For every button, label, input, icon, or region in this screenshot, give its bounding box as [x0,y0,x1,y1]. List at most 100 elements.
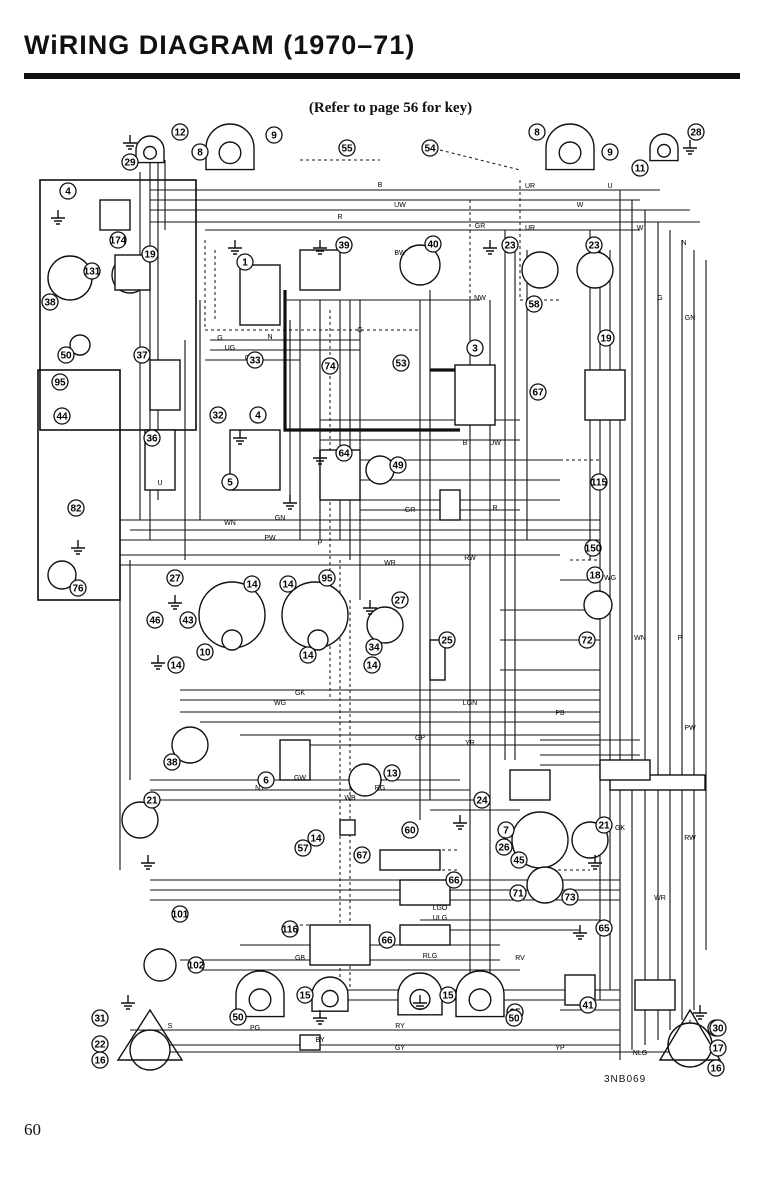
callout-number: 14 [302,651,314,662]
callout-circle [318,569,336,587]
component-callout-39: 39 [335,236,353,254]
callout-number: 16 [710,1064,722,1075]
callout-number: 21 [598,821,610,832]
page-title: WiRING DIAGRAM (1970–71) [24,30,416,60]
callout-number: 14 [366,661,378,672]
rear-lamp-left-housing [116,1008,184,1061]
component-callout-29: 29 [121,153,139,171]
component-callout-18: 18 [586,566,604,584]
callout-circle [595,816,613,834]
ground-symbol [228,240,242,255]
sender [583,590,613,620]
callout-circle [495,838,513,856]
component-callout-27: 27 [166,569,184,587]
callout-number: 50 [232,1013,244,1024]
callout-circle [143,429,161,447]
fuse-block [454,364,496,426]
sensor [429,639,446,681]
ground-symbol [121,995,135,1010]
callout-circle [69,579,87,597]
wire-code-label: WN [224,520,236,527]
component-callout-24: 24 [473,791,491,809]
callout-number: 36 [146,434,158,445]
component-callout-101: 101 [171,905,189,923]
component-callout-44: 44 [53,407,71,425]
component-callout-7: 7 [497,821,515,839]
callout-number: 95 [54,378,66,389]
wire-code-label: PW [684,725,696,732]
component-callout-31: 31 [91,1009,109,1027]
component-callout-53: 53 [392,354,410,372]
callout-circle [167,656,185,674]
callout-number: 116 [282,925,299,936]
callout-number: 95 [321,574,333,585]
callout-number: 18 [589,571,601,582]
ground-symbol [123,135,137,150]
fuel-gauge [366,606,404,644]
wire-code-label: P [678,635,683,642]
wire-code-label: RW [684,835,696,842]
wire-code-label: WB [344,795,356,802]
component-callout-25: 25 [438,631,456,649]
callout-number: 1 [242,258,248,269]
callout-number: 23 [504,241,516,252]
component-callout-74: 74 [321,357,339,375]
callout-circle [171,905,189,923]
heater-switch [379,849,441,871]
component-callout-65: 65 [595,919,613,937]
fuse [439,489,461,521]
battery [299,249,341,291]
callout-number: 26 [498,843,510,854]
horn-right [576,251,614,289]
page-subtitle: (Refer to page 56 for key) [308,100,473,116]
panel-lamp [69,334,91,356]
lamp-bulb [321,989,339,1008]
component-callout-95: 95 [318,569,336,587]
ground-symbol [283,495,297,510]
callout-number: 76 [72,584,84,595]
fuse-panel-border [39,179,197,431]
wire-code-label: YR [465,740,475,747]
callout-circle [584,539,602,557]
component-callout-60: 60 [401,821,419,839]
wire-code-label: LGO [433,905,448,912]
component-callout-10: 10 [196,643,214,661]
component-callout-73: 73 [561,888,579,906]
callout-circle [249,406,267,424]
callout-circle [121,153,139,171]
callout-number: 45 [513,856,525,867]
wire-code-label: PW [264,535,276,542]
lamp-bulb [468,988,492,1012]
component-callout-115: 115 [590,473,608,491]
callout-number: 38 [44,298,56,309]
gauge-plug [599,759,651,781]
callout-number: 9 [607,148,613,159]
callout-circle [466,339,484,357]
callout-circle [133,346,151,364]
callout-number: 11 [635,164,646,175]
component-callout-16: 16 [91,1051,109,1069]
callout-circle [143,791,161,809]
callout-number: 3 [472,344,478,355]
callout-number: 73 [564,893,576,904]
wire-code-label: BY [315,1037,325,1044]
callout-number: 82 [70,504,82,515]
component-callout-66: 66 [378,931,396,949]
callout-number: 8 [197,148,203,159]
connector [299,1034,321,1051]
callout-circle [338,139,356,157]
callout-number: 72 [581,636,593,647]
callout-number: 41 [582,1001,594,1012]
radio-box [309,924,371,966]
component-callout-30: 30 [709,1019,727,1037]
ground-symbol [168,595,182,610]
switch-rotary [47,255,93,301]
component-callout-16: 16 [707,1059,725,1077]
callout-circle [383,764,401,782]
component-callout-21: 21 [595,816,613,834]
component-callout-15: 15 [439,986,457,1004]
callout-number: 150 [585,544,602,555]
callout-circle [687,123,705,141]
ground-symbol [693,1005,707,1020]
wire-code-label: WG [274,700,286,707]
